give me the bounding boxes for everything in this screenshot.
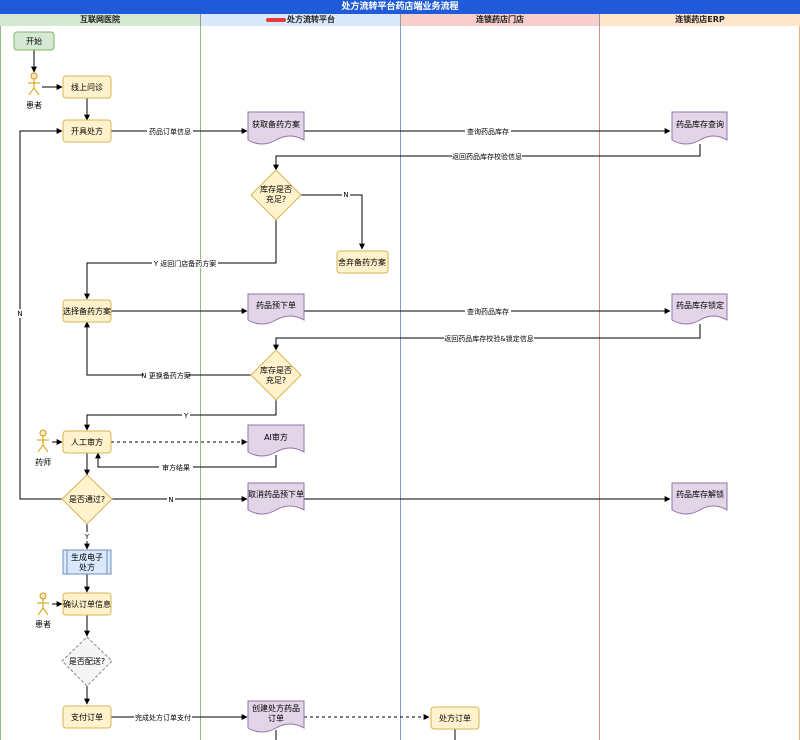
lane-header-erp: 连锁药店ERP — [600, 14, 800, 26]
pre-order-node — [247, 293, 305, 325]
gen-rx-node — [62, 549, 112, 575]
discard-plan-label: 舍弃备药方案 — [338, 257, 386, 267]
passed-label: 是否通过? — [69, 494, 105, 504]
lane-header-hospital: 互联网医院 — [0, 14, 201, 26]
manual-review-label: 人工审方 — [71, 437, 103, 447]
edge-label-return-check-lock: 返回药品库存校验&锁定信息 — [444, 334, 533, 343]
edge-label-y-pass: Y — [84, 533, 90, 541]
create-order-line1: 创建处方药品 — [252, 703, 300, 713]
create-order-line2: 订单 — [268, 713, 284, 723]
lane-header-platform: 处方流转平台 — [201, 14, 401, 26]
edge-check2-review — [84, 400, 277, 431]
pre-order-label: 药品预下单 — [256, 300, 296, 310]
get-plan-node — [247, 111, 305, 145]
stock-unlock-node — [671, 482, 728, 515]
edge-label-y2: Y — [183, 412, 189, 420]
edge-label-drug-order-info: 药品订单信息 — [149, 127, 191, 136]
stock-lock-label: 药品库存锁定 — [676, 300, 724, 310]
edge-label-finish-pay: 完成处方订单支付 — [135, 713, 191, 722]
pay-order-node — [62, 705, 112, 729]
ai-review-node — [247, 424, 305, 457]
pay-order-label: 支付订单 — [71, 712, 103, 722]
patient-label: 患者 — [26, 100, 42, 110]
edge-label-n-loop: N — [17, 310, 22, 318]
prescribe-label: 开具处方 — [71, 126, 103, 136]
stock-check-2-line1: 库存是否 — [260, 365, 292, 375]
delivery-decision — [61, 636, 113, 687]
online-consult-node — [62, 75, 112, 99]
lane-store — [401, 26, 600, 740]
patient-label-2: 患者 — [35, 619, 51, 629]
stock-check-1-line1: 库存是否 — [260, 184, 292, 194]
cancel-pre-order-label: 取消药品预下单 — [248, 489, 304, 499]
confirm-order-node — [62, 592, 112, 616]
patient-actor-icon-2 — [37, 592, 49, 616]
lane-platform-label: 处方流转平台 — [287, 15, 335, 24]
gen-rx-line2: 处方 — [79, 562, 95, 572]
edge-label-n-cancel: N — [168, 496, 173, 504]
stock-check-decision-1 — [250, 169, 302, 221]
start-label: 开始 — [26, 36, 42, 46]
rx-order-node — [430, 706, 480, 730]
edge-label-query-stock-2: 查询药品库存 — [467, 307, 509, 316]
create-order-node — [247, 700, 305, 733]
edge-label-query-stock-1: 查询药品库存 — [467, 127, 509, 136]
redaction-mark — [266, 17, 286, 22]
lane-hospital — [0, 26, 201, 740]
online-consult-label: 线上问诊 — [71, 82, 103, 92]
edge-check2-select — [84, 321, 251, 376]
patient-actor-icon — [28, 72, 40, 96]
lane-header-store: 连锁药店门店 — [401, 14, 600, 26]
select-plan-node — [62, 299, 112, 323]
confirm-order-label: 确认订单信息 — [63, 599, 111, 609]
delivery-label: 是否配送? — [69, 656, 105, 666]
gen-rx-line1: 生成电子 — [71, 552, 103, 562]
edge-label-n-change-plan: N 更换备药方案 — [141, 371, 190, 380]
stock-query-label: 药品库存查询 — [676, 119, 724, 129]
stock-lock-node — [671, 293, 728, 325]
edge-check1-discard — [301, 194, 365, 250]
edge-label-review-result: 审方结果 — [162, 463, 190, 472]
get-plan-label: 获取备药方案 — [252, 119, 300, 129]
edge-label-y-return-plan: Y 返回门店备药方案 — [153, 259, 217, 268]
discard-plan-node — [336, 250, 389, 274]
stock-check-decision-2 — [250, 349, 302, 401]
stock-check-2-line2: 充足? — [266, 375, 286, 385]
ai-review-label: AI审方 — [264, 432, 288, 442]
select-plan-label: 选择备药方案 — [63, 306, 111, 316]
edge-label-n1: N — [343, 191, 348, 199]
diagram-title: 处方流转平台药店端业务流程 — [0, 0, 800, 14]
stock-query-node — [671, 111, 728, 145]
rx-order-label: 处方订单 — [439, 713, 471, 723]
prescribe-node — [62, 119, 112, 143]
edge-passed-loop — [19, 128, 63, 500]
manual-review-node — [62, 430, 112, 454]
stock-check-1-line2: 充足? — [266, 194, 286, 204]
stock-unlock-label: 药品库存解锁 — [676, 489, 724, 499]
cancel-pre-order-node — [247, 482, 305, 515]
edge-label-return-check: 返回药品库存校验信息 — [452, 152, 522, 161]
start-node — [13, 31, 55, 51]
passed-decision — [61, 474, 113, 525]
pharmacist-actor-icon — [37, 429, 49, 453]
lane-platform — [201, 26, 401, 740]
pharmacist-label: 药师 — [35, 457, 51, 467]
